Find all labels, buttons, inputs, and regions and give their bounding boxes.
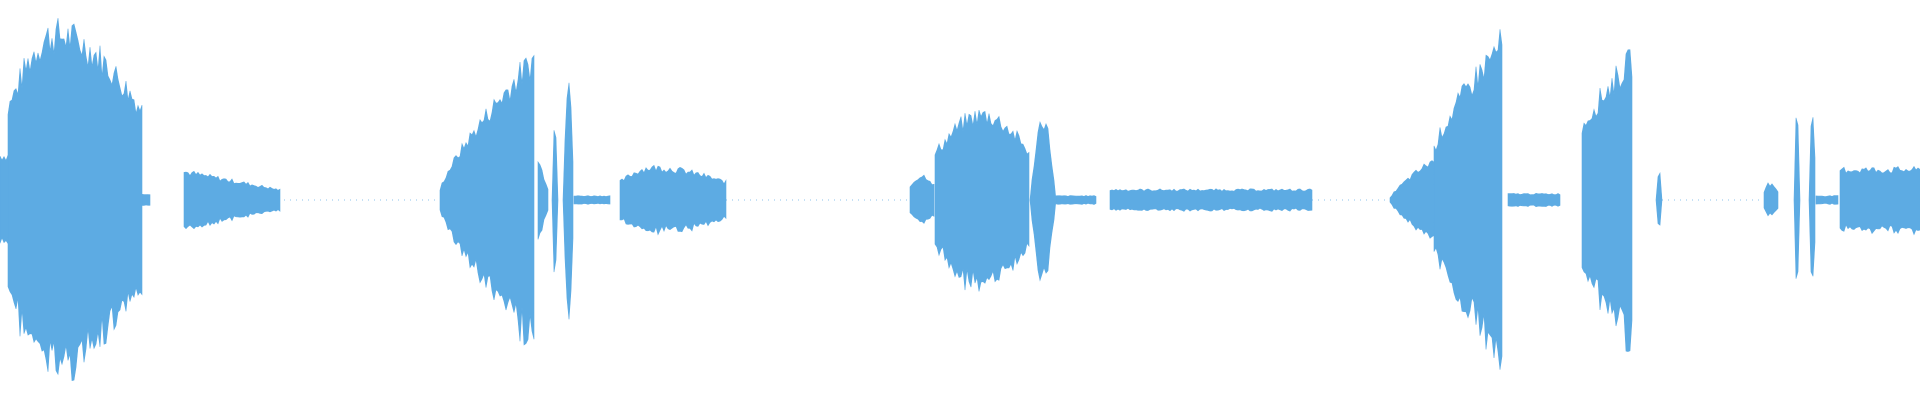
waveform-segment-20 — [1763, 182, 1779, 217]
waveform-segment-11 — [934, 110, 1030, 292]
waveform-segment-16 — [1433, 29, 1503, 370]
waveform-segment-15 — [1389, 160, 1435, 239]
waveform-layer — [0, 18, 1920, 381]
waveform-segment-19 — [1655, 171, 1663, 226]
waveform-segment-23 — [1815, 195, 1839, 205]
waveform-segment-10 — [909, 174, 935, 224]
waveform-segment-2 — [141, 193, 151, 206]
waveform-segment-1 — [7, 18, 143, 381]
waveform-segment-9 — [619, 164, 727, 236]
waveform-segment-24 — [1839, 165, 1920, 236]
waveform-segment-3 — [183, 170, 281, 230]
waveform-segment-18 — [1581, 49, 1633, 352]
waveform-segment-0 — [0, 154, 9, 245]
waveform-segment-21 — [1793, 117, 1801, 279]
waveform-segment-8 — [573, 195, 611, 205]
waveform-segment-7 — [562, 82, 574, 320]
waveform-segment-4 — [439, 54, 535, 346]
waveform-segment-13 — [1055, 195, 1097, 205]
waveform-segment-22 — [1808, 117, 1816, 277]
waveform-segment-17 — [1507, 192, 1561, 208]
waveform-segment-12 — [1029, 121, 1057, 282]
waveform-segment-14 — [1109, 188, 1313, 212]
waveform-segment-6 — [551, 130, 559, 273]
waveform-segment-5 — [537, 160, 549, 240]
